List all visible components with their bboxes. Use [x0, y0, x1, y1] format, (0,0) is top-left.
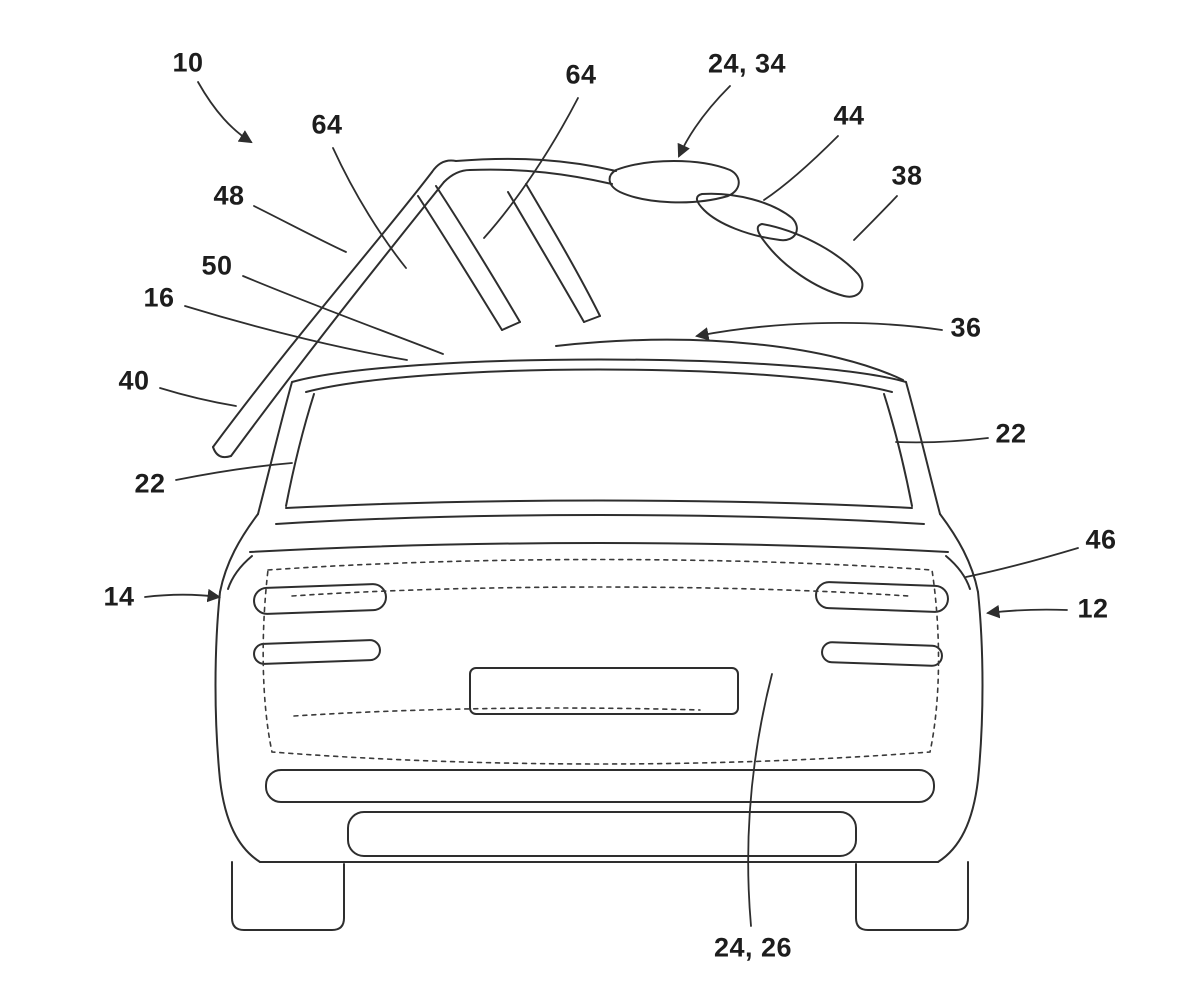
- ref-label-24-26: 24, 26: [713, 932, 793, 963]
- leader-44: [763, 135, 839, 201]
- leader-38: [853, 195, 898, 241]
- leader-46: [965, 547, 1079, 578]
- hidden-edges: [262, 558, 940, 765]
- ref-label-14: 14: [103, 581, 135, 612]
- ref-label-48: 48: [213, 180, 245, 211]
- ref-label-10: 10: [172, 47, 204, 78]
- ref-label-24-34: 24, 34: [707, 48, 787, 79]
- leader-64-left: [332, 147, 407, 269]
- ref-label-22-left: 22: [134, 468, 166, 499]
- ref-label-44: 44: [833, 100, 865, 131]
- ref-label-50: 50: [201, 250, 233, 281]
- leader-24-26: [747, 673, 773, 927]
- leader-48: [253, 205, 347, 253]
- vehicle-body: [214, 338, 984, 931]
- leader-64-top: [483, 97, 579, 239]
- leader-40: [159, 387, 237, 407]
- ref-label-64-left: 64: [311, 109, 343, 140]
- ref-label-46: 46: [1085, 524, 1117, 555]
- ref-label-22-right: 22: [995, 418, 1027, 449]
- leader-22-left: [175, 462, 293, 481]
- leader-14: [144, 588, 222, 603]
- leader-lines: [144, 81, 1079, 927]
- spoiler-segments: [608, 160, 864, 298]
- open-liftgate: [212, 157, 617, 459]
- leader-10: [197, 81, 253, 144]
- leader-12: [985, 604, 1068, 619]
- ref-label-38: 38: [891, 160, 923, 191]
- ref-label-16: 16: [143, 282, 175, 313]
- leader-50: [242, 275, 444, 355]
- leader-24-34: [677, 85, 731, 158]
- leader-22-right: [895, 437, 989, 444]
- ref-label-64-top: 64: [565, 59, 597, 90]
- leader-16: [184, 305, 408, 361]
- ref-label-36: 36: [950, 312, 982, 343]
- strut-lines: [417, 183, 601, 331]
- leader-36: [695, 322, 943, 341]
- ref-label-40: 40: [118, 365, 150, 396]
- ref-label-12: 12: [1077, 593, 1109, 624]
